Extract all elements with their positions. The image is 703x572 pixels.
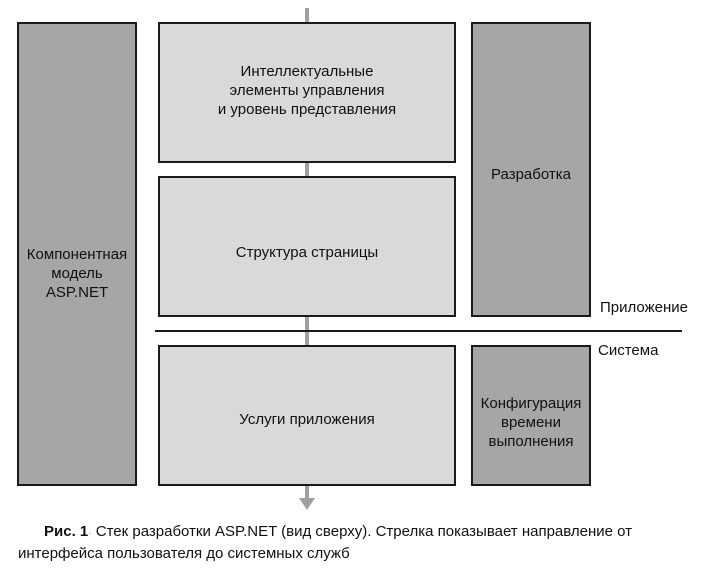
component-model-line: Компонентная <box>27 246 127 263</box>
figure-caption: Рис. 1· Стек разработки ASP.NET (вид све… <box>18 522 678 564</box>
page-structure-line: Структура страницы <box>236 244 378 261</box>
page-structure-box <box>158 176 456 317</box>
development-label: Разработка <box>491 166 572 183</box>
runtime-config-line: времени <box>501 414 561 431</box>
runtime-config-line: Конфигурация <box>481 395 582 412</box>
component-model-box <box>17 22 137 486</box>
runtime-config-box <box>471 345 591 486</box>
application-layer-label: Приложение <box>600 299 688 316</box>
ui-layer-line: элементы управления <box>230 82 385 99</box>
runtime-config-label: Конфигурация времени выполнения <box>481 395 582 450</box>
ui-layer-line: и уровень представления <box>218 101 396 118</box>
app-services-line: Услуги приложения <box>239 411 374 428</box>
caption-figure-number: Рис. 1 <box>44 523 89 540</box>
ui-layer-line: Интеллектуальные <box>241 63 374 80</box>
caption-separator: · <box>88 528 92 539</box>
component-model-line: модель <box>51 265 103 282</box>
ui-layer-box <box>158 22 456 163</box>
caption-text: Стек разработки ASP.NET (вид сверху). Ст… <box>18 523 633 562</box>
app-services-label: Услуги приложения <box>239 411 374 428</box>
runtime-config-line: выполнения <box>488 433 573 450</box>
ui-layer-label: Интеллектуальные элементы управления и уро… <box>218 63 396 118</box>
development-line: Разработка <box>491 166 572 183</box>
page-structure-label: Структура страницы <box>236 244 378 261</box>
development-box <box>471 22 591 317</box>
app-services-box <box>158 345 456 486</box>
system-layer-label: Система <box>598 342 659 359</box>
component-model-line: ASP.NET <box>46 284 108 301</box>
